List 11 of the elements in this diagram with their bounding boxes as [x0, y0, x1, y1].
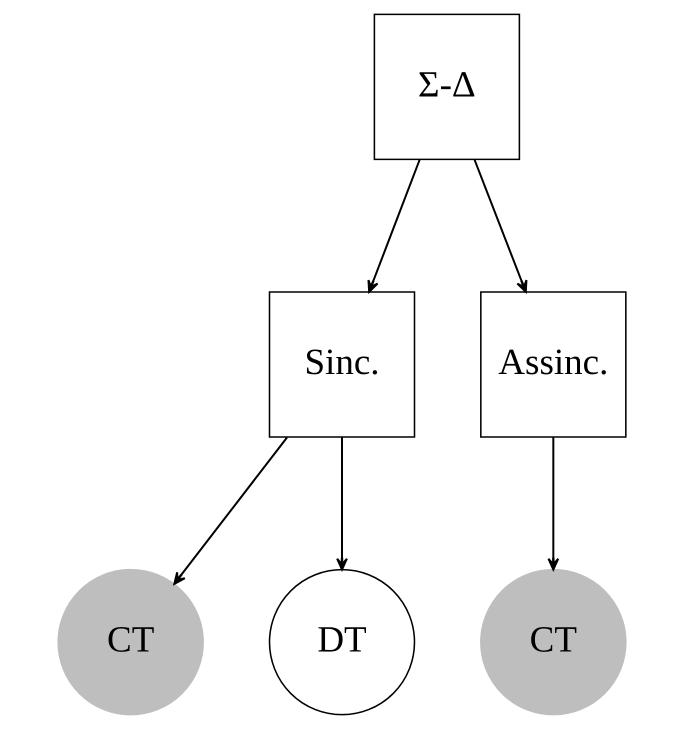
arrow [336, 437, 348, 571]
node-box: Σ-Δ [374, 14, 520, 160]
arrow [474, 159, 528, 293]
arrow [173, 436, 288, 585]
node-circle: DT [268, 568, 416, 716]
arrow [367, 159, 421, 293]
node-box: Sinc. [268, 291, 416, 438]
node-box: Assinc. [480, 291, 627, 438]
node-circle: CT [57, 568, 204, 716]
node-circle: CT [480, 568, 627, 716]
arrow [547, 437, 560, 571]
